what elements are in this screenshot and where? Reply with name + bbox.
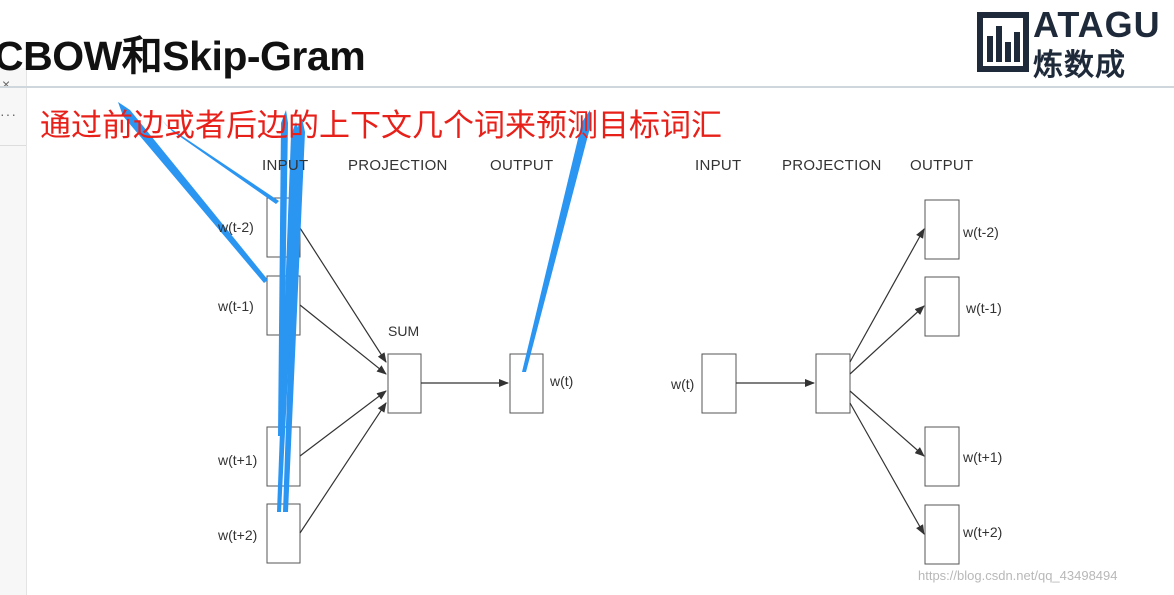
sg-output-label-4: w(t+2) bbox=[963, 524, 1003, 540]
highlight-arrow-5 bbox=[277, 122, 300, 512]
sg-input-box bbox=[701, 353, 737, 414]
sg-output-box-4 bbox=[924, 504, 960, 565]
cbow-header-output: OUTPUT bbox=[490, 157, 554, 174]
sg-arrow-1 bbox=[849, 228, 925, 363]
more-icon[interactable]: ··· bbox=[0, 106, 17, 122]
sg-output-box-1 bbox=[924, 199, 960, 260]
logo-icon bbox=[977, 12, 1029, 72]
annotation-text: 通过前边或者后边的上下文几个词来预测目标词汇 bbox=[40, 108, 722, 144]
cbow-input-box-4 bbox=[266, 503, 301, 564]
sg-arrow-3 bbox=[849, 390, 925, 457]
sg-header-input: INPUT bbox=[695, 157, 742, 174]
cbow-input-label-3: w(t+1) bbox=[218, 452, 258, 468]
sg-header-projection: PROJECTION bbox=[782, 157, 882, 174]
sg-output-label-2: w(t-1) bbox=[966, 300, 1002, 316]
highlight-arrow-4 bbox=[283, 118, 305, 512]
sg-arrow-2 bbox=[849, 305, 925, 375]
cbow-arrow-3 bbox=[299, 390, 387, 457]
sg-input-label: w(t) bbox=[671, 376, 695, 392]
sg-header-output: OUTPUT bbox=[910, 157, 974, 174]
cbow-arrow-1 bbox=[299, 227, 387, 363]
cbow-arrow-4 bbox=[299, 402, 387, 534]
title-divider bbox=[0, 86, 1174, 88]
highlight-arrow-2 bbox=[118, 102, 268, 283]
cbow-input-label-4: w(t+2) bbox=[218, 527, 258, 543]
logo-text-bottom: 炼数成 bbox=[1033, 48, 1126, 83]
highlight-arrow-3 bbox=[278, 110, 288, 436]
cbow-input-label-1: w(t-2) bbox=[218, 219, 254, 235]
cbow-output-label: w(t) bbox=[550, 373, 574, 389]
sg-output-box-2 bbox=[924, 276, 960, 337]
sg-output-box-3 bbox=[924, 426, 960, 487]
cbow-sum-label: SUM bbox=[388, 323, 420, 339]
slide-title: CBOW和Skip-Gram bbox=[0, 33, 366, 79]
highlight-arrow-1 bbox=[162, 120, 279, 204]
sg-output-label-1: w(t-2) bbox=[963, 224, 999, 240]
cbow-input-label-2: w(t-1) bbox=[218, 298, 254, 314]
cbow-header-input: INPUT bbox=[262, 157, 309, 174]
logo-text-top: ATAGU bbox=[1033, 4, 1161, 45]
highlight-arrow-6 bbox=[522, 110, 591, 372]
side-panel bbox=[0, 68, 27, 595]
sg-output-label-3: w(t+1) bbox=[963, 449, 1003, 465]
cbow-arrow-2 bbox=[299, 304, 387, 375]
sg-projection-box bbox=[815, 353, 851, 414]
cbow-projection-box bbox=[387, 353, 422, 414]
watermark: https://blog.csdn.net/qq_43498494 bbox=[918, 568, 1118, 583]
sg-arrow-4 bbox=[849, 402, 925, 535]
sidebar-divider bbox=[0, 145, 26, 146]
cbow-header-projection: PROJECTION bbox=[348, 157, 448, 174]
close-icon[interactable]: × bbox=[2, 76, 11, 92]
